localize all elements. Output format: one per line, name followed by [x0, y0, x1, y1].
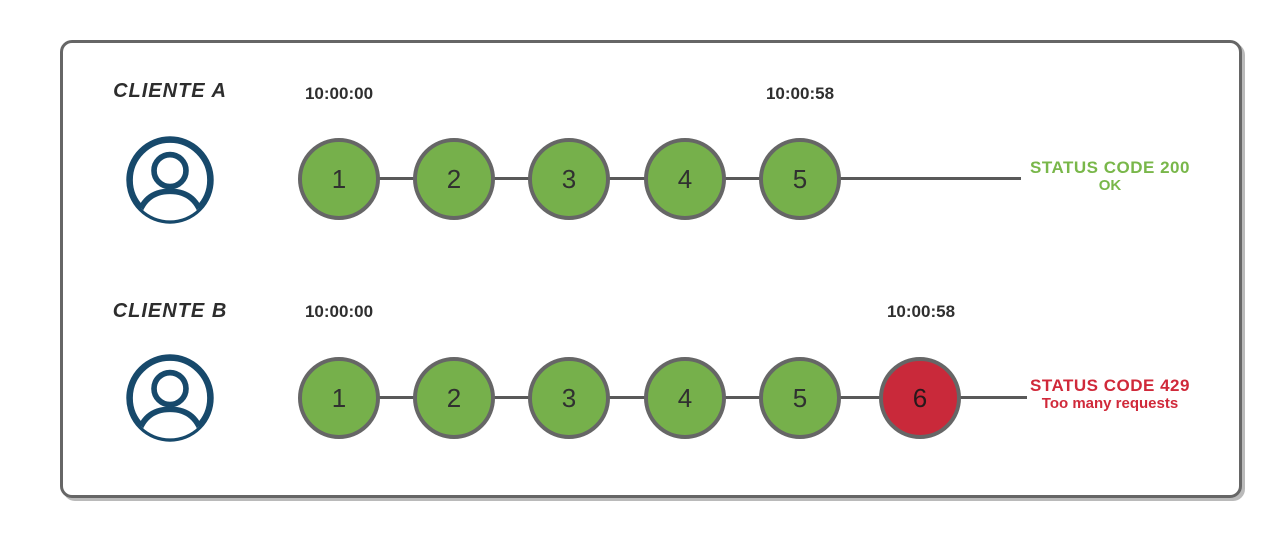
row-a-start-time: 10:00:00 — [304, 84, 374, 103]
row-b-end-time: 10:00:58 — [886, 302, 956, 321]
request-number: 1 — [331, 382, 347, 413]
row-a-status: STATUS CODE 200 OK — [1005, 158, 1215, 195]
request-node: 2 — [413, 138, 495, 220]
request-node: 3 — [528, 138, 610, 220]
request-number: 3 — [561, 382, 577, 413]
request-number: 2 — [446, 163, 462, 194]
client-a-label: CLIENTE A — [113, 80, 227, 102]
diagram-frame — [60, 40, 1242, 498]
request-node: 5 — [759, 138, 841, 220]
request-number: 4 — [677, 163, 693, 194]
request-node: 1 — [298, 138, 380, 220]
request-number: 1 — [331, 163, 347, 194]
request-node: 5 — [759, 357, 841, 439]
request-number: 2 — [446, 382, 462, 413]
status-message-text: Too many requests — [1041, 395, 1179, 412]
row-b-status: STATUS CODE 429 Too many requests — [1005, 376, 1215, 413]
row-a-end-time: 10:00:58 — [765, 84, 835, 103]
status-code-text: STATUS CODE 200 — [1030, 158, 1190, 177]
request-node: 3 — [528, 357, 610, 439]
status-code-text: STATUS CODE 429 — [1030, 376, 1190, 395]
request-number: 3 — [561, 163, 577, 194]
request-number: 6 — [912, 382, 928, 413]
request-number: 5 — [792, 382, 808, 413]
status-message-text: OK — [1098, 177, 1122, 194]
request-node: 4 — [644, 138, 726, 220]
request-number: 4 — [677, 382, 693, 413]
user-avatar-icon — [126, 136, 214, 224]
request-node-rejected: 6 — [879, 357, 961, 439]
user-avatar-icon — [126, 354, 214, 442]
request-node: 2 — [413, 357, 495, 439]
request-node: 1 — [298, 357, 380, 439]
request-node: 4 — [644, 357, 726, 439]
row-b-start-time: 10:00:00 — [304, 302, 374, 321]
request-number: 5 — [792, 163, 808, 194]
client-b-label: CLIENTE B — [112, 300, 228, 322]
